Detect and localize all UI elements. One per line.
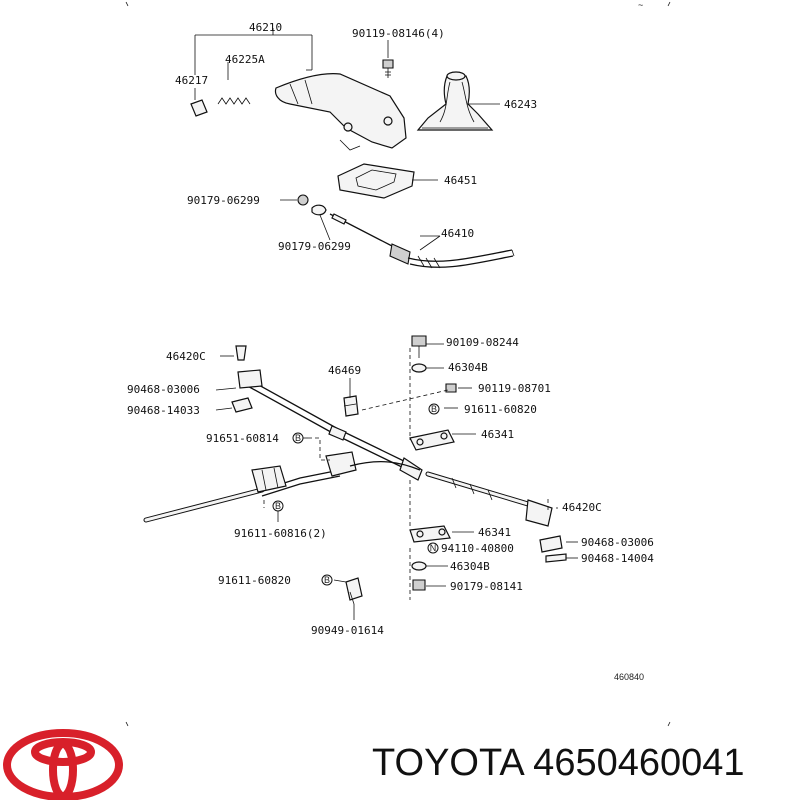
label-46217: 46217 [175,74,208,87]
label-90468-14033: 90468-14033 [127,404,200,417]
label-90468-03006-right: 90468-03006 [581,536,654,549]
brake-lever-group [190,28,407,151]
rear-cable-assembly [143,335,567,605]
label-90109-08244: 90109-08244 [446,336,519,349]
diagram-code: 460840 [614,672,644,682]
label-94110-40800: 94110-40800 [441,542,514,555]
clip-90949-01614 [345,577,363,605]
part-number-labels: 46210 46225A 46217 90119-08146(4) 46243 … [127,21,654,682]
nut-90179-06299-a [297,194,309,206]
label-46210: 46210 [249,21,282,34]
label-46304b-upper: 46304B [448,361,488,374]
bottom-corner-marks [125,721,671,727]
toyota-logo-icon [3,729,123,800]
bolt-90109-08244 [411,335,427,358]
lever-plate-46451 [337,163,415,199]
bolt-marker-91611-60820-upper: B [428,403,440,415]
label-46420c-left: 46420C [166,350,206,363]
corner-tick-mark: ~ [638,0,643,10]
label-46469: 46469 [328,364,361,377]
svg-text:B: B [324,575,330,585]
label-91611-60816: 91611-60816(2) [234,527,327,540]
parking-brake-lever [274,73,407,151]
label-91611-60820-upper: 91611-60820 [464,403,537,416]
label-46243: 46243 [504,98,537,111]
cable-clamp-left [251,465,287,493]
nut-90179-06299-b [311,204,327,216]
svg-text:B: B [275,501,281,511]
console-boot-46243 [416,71,494,131]
clip-90468-14004 [545,553,567,563]
bolt-marker-91611-60820-lower: B [321,574,333,586]
lower-leader-lines [215,343,578,620]
label-90179-08141: 90179-08141 [450,580,523,593]
nut-90179-08141 [412,579,426,591]
svg-text:B: B [295,433,301,443]
collar-46304b-lower [411,561,427,571]
bolt-90119-08701 [445,383,457,393]
label-46225a: 46225A [225,53,265,66]
lever-cap-46217 [190,99,208,117]
label-90119-08146: 90119-08146(4) [352,27,445,40]
cable-end-46420c-right [525,499,553,527]
label-46304b-lower: 46304B [450,560,490,573]
bracket-46341-upper [409,429,455,451]
svg-text:B: B [431,404,437,414]
equalizer-46420-area [325,451,423,481]
lever-spring-46225a [217,97,251,105]
label-46410: 46410 [441,227,474,240]
label-46341-upper: 46341 [481,428,514,441]
bolt-90119-08146 [382,59,394,78]
page-corner-marks: ~ [125,0,671,10]
label-46341-lower: 46341 [478,526,511,539]
bracket-46469 [343,395,359,417]
label-46451: 46451 [444,174,477,187]
bracket-46341-lower [409,525,451,543]
bolt-marker-91651-60814: B [292,432,304,444]
upper-leader-lines [280,40,500,251]
label-90179-06299-a: 90179-06299 [187,194,260,207]
label-90468-14004: 90468-14004 [581,552,654,565]
brand-caption: TOYOTA 4650460041 [372,742,745,784]
label-90179-06299-b: 90179-06299 [278,240,351,253]
front-cable-46410 [329,213,515,269]
bolt-marker-91611-60816: B [272,500,284,512]
label-90949-01614: 90949-01614 [311,624,384,637]
label-90468-03006-left: 90468-03006 [127,383,200,396]
nut-marker-94110-40800: N [427,542,439,554]
svg-text:N: N [430,543,437,553]
label-91611-60820-lower: 91611-60820 [218,574,291,587]
label-91651-60814: 91651-60814 [206,432,279,445]
collar-46304b-upper [411,363,427,373]
clip-90468-03006-right [539,535,563,553]
cable-end-46420c-left [231,345,263,413]
label-90119-08701: 90119-08701 [478,382,551,395]
label-46420c-right: 46420C [562,501,602,514]
